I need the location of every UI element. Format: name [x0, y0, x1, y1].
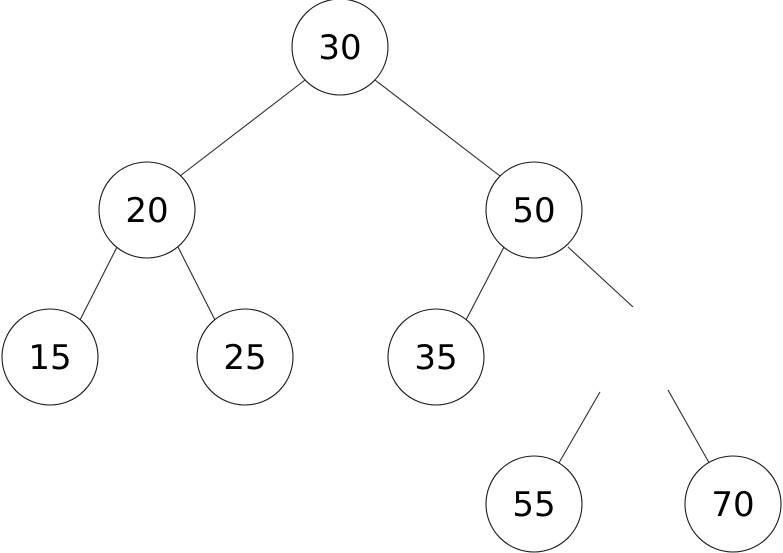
node-label: 35 — [414, 338, 457, 378]
tree-node[interactable]: 50 — [485, 161, 583, 259]
tree-node[interactable]: 30 — [291, 0, 389, 96]
tree-edges-group — [79, 79, 713, 469]
node-label: 70 — [711, 485, 754, 525]
node-circle[interactable] — [196, 308, 294, 406]
tree-node[interactable]: 70 — [684, 455, 782, 553]
tree-edge — [465, 246, 505, 321]
node-circle[interactable] — [387, 308, 485, 406]
node-label: 50 — [512, 191, 555, 231]
tree-node[interactable]: 20 — [98, 161, 196, 259]
tree-edge — [177, 246, 216, 321]
tree-node[interactable]: 55 — [485, 455, 583, 553]
node-circle[interactable] — [684, 455, 782, 553]
tree-edge — [555, 391, 601, 469]
tree-edge — [79, 246, 118, 321]
node-circle[interactable] — [1, 308, 99, 406]
tree-edge — [179, 79, 306, 177]
node-label: 55 — [512, 485, 555, 525]
tree-edge — [667, 389, 713, 469]
node-label: 25 — [223, 338, 266, 378]
node-circle[interactable] — [485, 161, 583, 259]
node-circle[interactable] — [485, 455, 583, 553]
tree-edge — [567, 246, 634, 308]
tree-node[interactable]: 25 — [196, 308, 294, 406]
node-circle[interactable] — [98, 161, 196, 259]
node-label: 20 — [125, 191, 168, 231]
node-label: 30 — [318, 28, 361, 68]
node-circle[interactable] — [291, 0, 389, 96]
node-label: 15 — [28, 338, 71, 378]
tree-edge — [374, 79, 501, 177]
tree-node[interactable]: 35 — [387, 308, 485, 406]
tree-node[interactable]: 15 — [1, 308, 99, 406]
